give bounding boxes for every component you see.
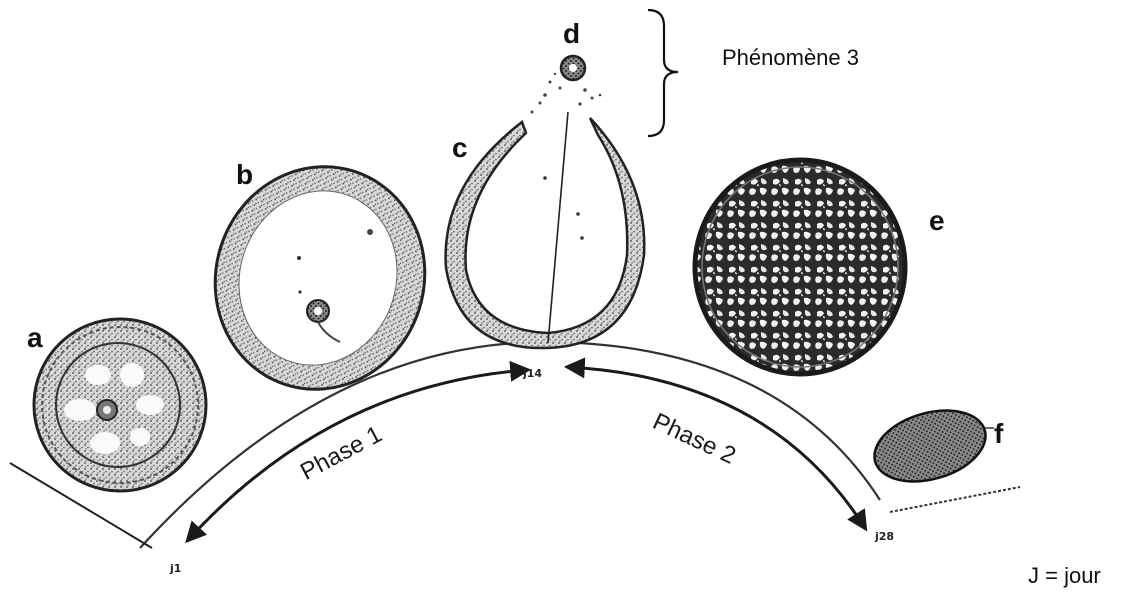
- day-middle-label: j14: [523, 367, 542, 380]
- follicle-b: [186, 139, 453, 416]
- label-d: d: [563, 18, 580, 50]
- legend-text: J = jour: [1028, 563, 1101, 589]
- label-e: e: [929, 205, 945, 237]
- follicle-c: [446, 112, 645, 348]
- label-c: c: [452, 132, 468, 164]
- phenomenon-bracket: [648, 10, 678, 136]
- follicle-a: [34, 319, 206, 491]
- phenomenon3-label: Phénomène 3: [722, 45, 859, 71]
- oocyte-d: [531, 56, 602, 114]
- day-start-label: j1: [170, 562, 181, 575]
- label-b: b: [236, 159, 253, 191]
- corpus-albicans-f: [866, 399, 994, 494]
- label-f: f: [994, 418, 1003, 450]
- label-a: a: [27, 322, 43, 354]
- corpus-luteum-e: [695, 160, 905, 374]
- day-end-label: j28: [875, 530, 894, 543]
